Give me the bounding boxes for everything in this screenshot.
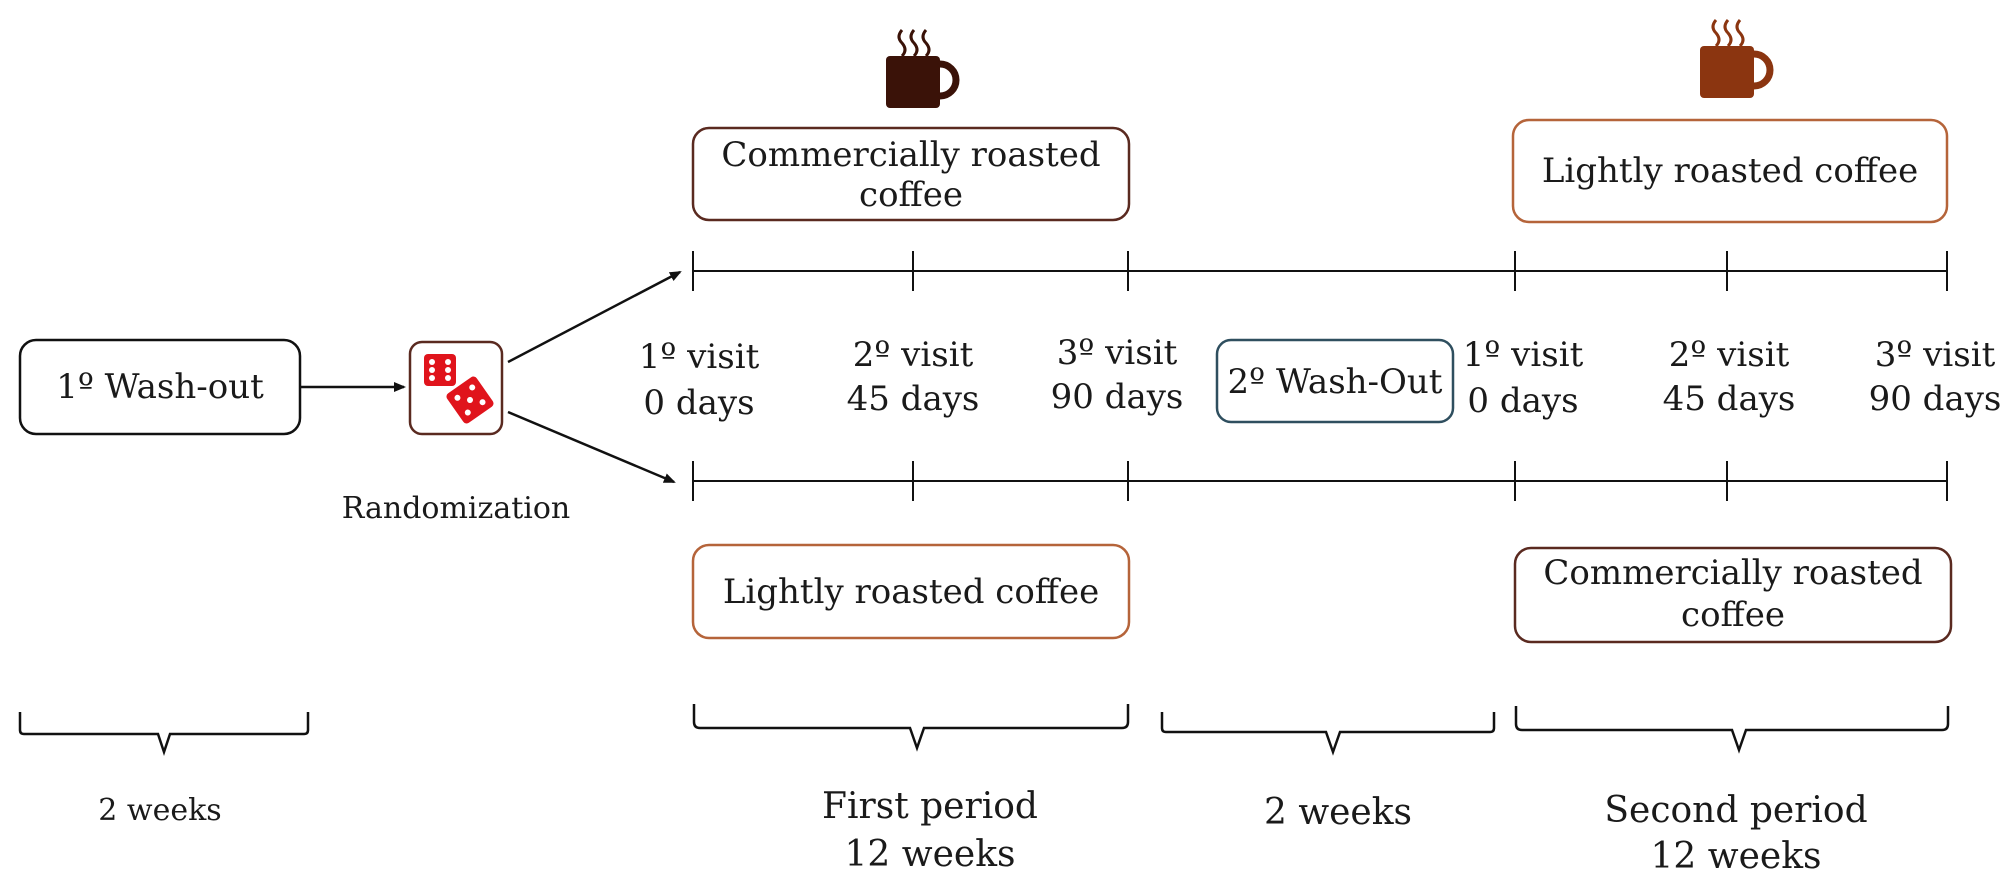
bottom-first-coffee-box: Lightly roasted coffee — [691, 543, 1131, 640]
brace-washout1 — [18, 712, 310, 756]
coffee-cup-icon-light — [1700, 19, 1774, 98]
bottom-second-coffee-line1: Commercially roasted — [1543, 553, 1922, 593]
top-second-coffee-label: Lightly roasted coffee — [1542, 151, 1918, 191]
visit-label: 2º visit — [853, 335, 974, 375]
brace-second-period — [1514, 706, 1950, 754]
visit-label: 3º visit — [1875, 335, 1996, 375]
visit-label: 3º visit — [1057, 333, 1178, 373]
randomization-box — [408, 340, 504, 436]
second-period-label: Second period — [1604, 790, 1867, 831]
top-second-coffee-box: Lightly roasted coffee — [1511, 118, 1949, 224]
visit-days: 90 days — [1051, 377, 1184, 417]
washout2-duration: 2 weeks — [1264, 792, 1412, 833]
coffee-cup-icon-dark — [886, 29, 960, 108]
first-period-label: First period — [822, 786, 1038, 827]
visit-label: 2º visit — [1669, 335, 1790, 375]
visit-label: 1º visit — [1463, 335, 1584, 375]
randomization-label: Randomization — [342, 491, 571, 526]
washout2-box: 2º Wash-Out — [1215, 338, 1455, 424]
visit-label: 1º visit — [639, 337, 760, 377]
bottom-timeline — [692, 461, 1948, 501]
arrow-to-top-arm — [507, 270, 682, 364]
washout1-label: 1º Wash-out — [56, 367, 264, 407]
visits-first-period: 1º visit 0 days 2º visit 45 days 3º visi… — [639, 333, 1184, 423]
bottom-second-coffee-box: Commercially roasted coffee — [1513, 546, 1953, 644]
bottom-second-coffee-line2: coffee — [1681, 595, 1785, 635]
second-period-duration: 12 weeks — [1651, 836, 1822, 877]
washout1-duration: 2 weeks — [98, 793, 221, 828]
brace-first-period — [692, 704, 1130, 752]
visits-second-period: 1º visit 0 days 2º visit 45 days 3º visi… — [1463, 335, 2000, 421]
top-first-coffee-line2: coffee — [859, 175, 963, 215]
top-first-coffee-box: Commercially roasted coffee — [691, 126, 1131, 222]
washout1-box: 1º Wash-out — [18, 338, 302, 436]
brace-washout2 — [1160, 712, 1496, 756]
visit-days: 45 days — [847, 379, 980, 419]
visit-days: 0 days — [643, 383, 754, 423]
top-timeline — [692, 251, 1948, 291]
visit-days: 0 days — [1467, 381, 1578, 421]
arrow-to-bottom-arm — [507, 410, 676, 484]
washout2-label: 2º Wash-Out — [1228, 362, 1443, 402]
first-period-duration: 12 weeks — [845, 834, 1016, 875]
bottom-first-coffee-label: Lightly roasted coffee — [723, 572, 1099, 612]
visit-days: 90 days — [1869, 379, 2000, 419]
dice-icon — [424, 354, 494, 424]
visit-days: 45 days — [1663, 379, 1796, 419]
top-first-coffee-line1: Commercially roasted — [721, 135, 1100, 175]
